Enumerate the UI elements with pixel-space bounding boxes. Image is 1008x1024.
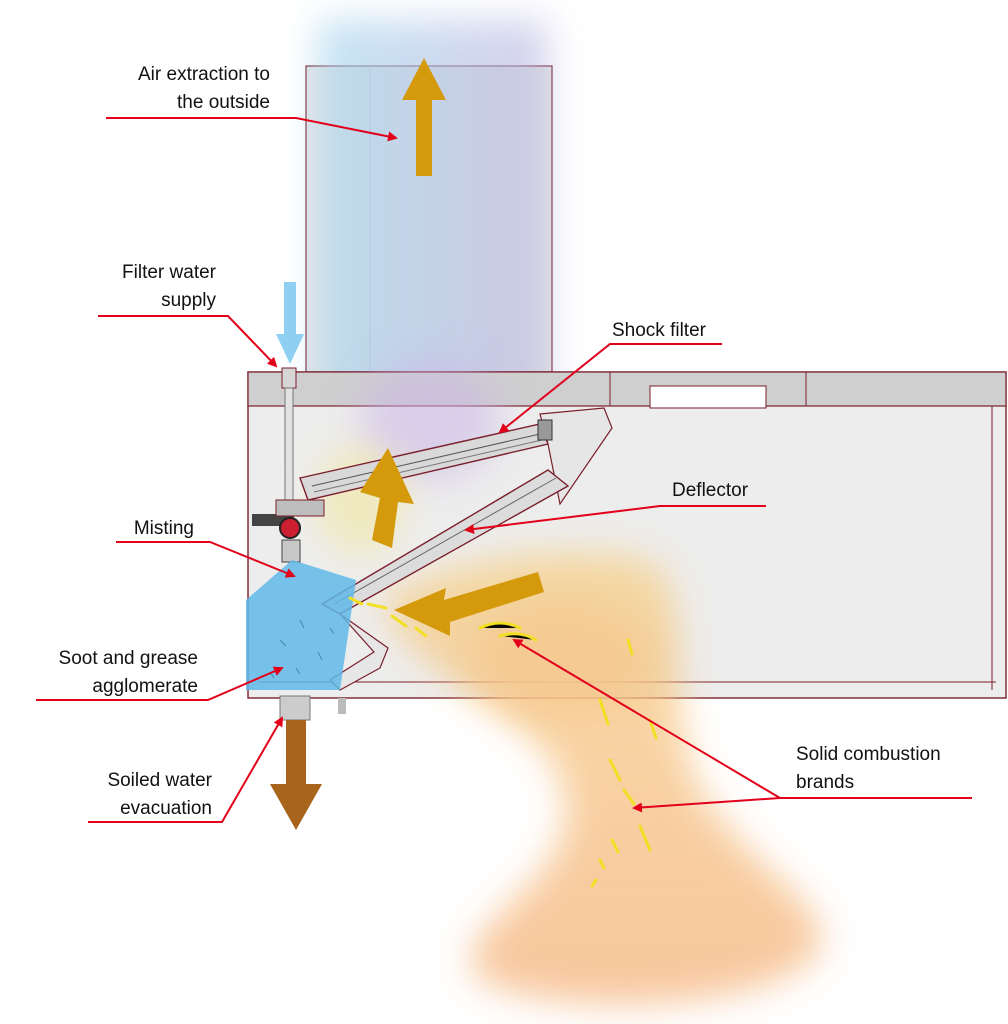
label-filter-water-line-1: Filter water	[122, 262, 217, 283]
label-shock-filter: Shock filter	[612, 320, 707, 341]
leader-air-extraction	[106, 117, 398, 142]
water-pipe	[252, 367, 325, 563]
filter-flow-arrow	[360, 448, 414, 548]
soot-particles	[269, 619, 335, 679]
label-soot-grease-line-1: Soot and grease	[59, 648, 198, 669]
label-air-extraction: Air extraction to the outside	[138, 64, 270, 113]
leader-shock-filter	[498, 343, 722, 434]
extraction-arrow	[402, 58, 446, 176]
leader-deflector	[464, 505, 766, 534]
leader-lines	[36, 117, 972, 823]
label-solid-brands-line-2: brands	[796, 772, 854, 793]
label-misting: Misting	[134, 518, 194, 539]
label-soot-grease: Soot and grease agglomerate	[59, 648, 198, 697]
label-soot-grease-line-2: agglomerate	[92, 676, 198, 697]
inflow-arrow	[394, 572, 544, 636]
leader-filter-water	[98, 315, 278, 368]
misting-spray	[246, 560, 356, 690]
label-solid-brands-line-1: Solid combustion	[796, 744, 941, 765]
label-soiled-water: Soiled water evacuation	[107, 770, 212, 819]
leader-soiled-water	[88, 716, 283, 823]
leader-brands-2	[632, 797, 781, 813]
leader-misting	[116, 541, 296, 578]
leader-soot-grease	[36, 666, 284, 701]
deflector	[320, 469, 570, 691]
label-soiled-water-line-1: Soiled water	[107, 770, 212, 791]
water-supply-arrow	[276, 282, 304, 364]
label-filter-water-line-2: supply	[161, 290, 216, 311]
drain-arrow	[270, 695, 322, 830]
label-soiled-water-line-2: evacuation	[120, 798, 212, 819]
combustion-brands	[348, 596, 658, 888]
label-solid-brands: Solid combustion brands	[796, 744, 941, 793]
label-air-extraction-line-1: Air extraction to	[138, 64, 270, 85]
label-deflector: Deflector	[672, 480, 749, 501]
label-filter-water-supply: Filter water supply	[122, 262, 217, 311]
label-air-extraction-line-2: the outside	[177, 92, 270, 113]
